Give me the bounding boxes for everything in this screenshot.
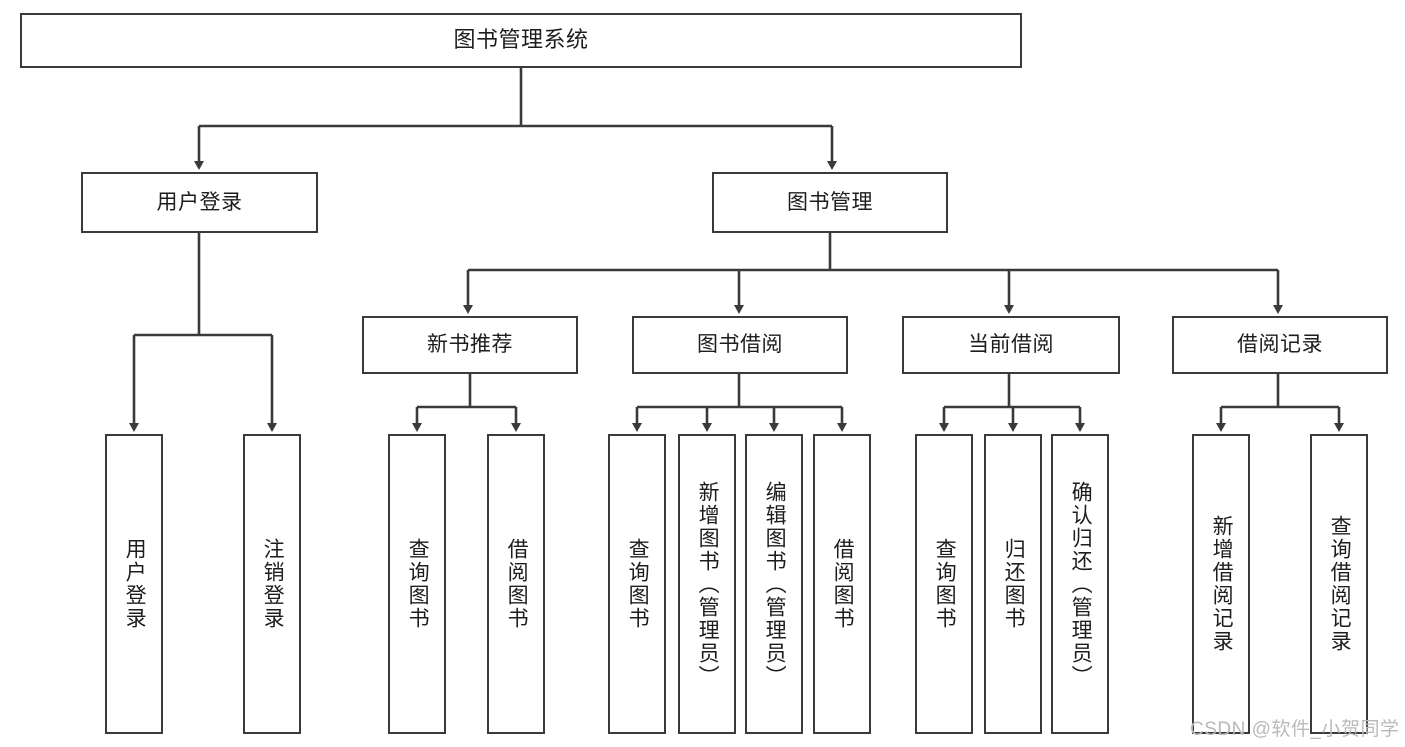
leaf-user-login[interactable]: 用户登录 [105,434,163,734]
node-label: 新书推荐 [427,333,513,357]
node-root-system[interactable]: 图书管理系统 [20,13,1022,68]
leaf-logout[interactable]: 注销登录 [243,434,301,734]
node-label: 确认归还（管理员） [1069,480,1093,688]
leaf-query-book-newbook[interactable]: 查询图书 [388,434,446,734]
node-label: 注销登录 [261,538,285,630]
node-label: 用户登录 [123,538,147,630]
node-borrow-record[interactable]: 借阅记录 [1172,316,1388,374]
node-label: 查询借阅记录 [1328,515,1352,653]
node-label: 查询图书 [933,538,957,630]
node-label: 图书管理 [787,190,873,214]
leaf-return-book[interactable]: 归还图书 [984,434,1042,734]
node-new-book-recommend[interactable]: 新书推荐 [362,316,578,374]
node-label: 新增借阅记录 [1210,515,1234,653]
leaf-add-book-admin[interactable]: 新增图书（管理员） [678,434,736,734]
node-label: 归还图书 [1002,538,1026,630]
leaf-query-book-borrow[interactable]: 查询图书 [608,434,666,734]
leaf-borrow-book[interactable]: 借阅图书 [813,434,871,734]
node-book-management[interactable]: 图书管理 [712,172,948,233]
node-label: 借阅图书 [831,538,855,630]
leaf-add-borrow-record[interactable]: 新增借阅记录 [1192,434,1250,734]
node-label: 新增图书（管理员） [696,480,720,688]
leaf-query-borrow-record[interactable]: 查询借阅记录 [1310,434,1368,734]
csdn-watermark: CSDN @软件_小贺同学 [1190,719,1400,740]
node-label: 借阅记录 [1237,333,1323,357]
node-label: 用户登录 [156,190,243,214]
node-label: 查询图书 [626,538,650,630]
node-label: 借阅图书 [505,538,529,630]
node-label: 编辑图书（管理员） [763,480,787,688]
leaf-query-book-current[interactable]: 查询图书 [915,434,973,734]
leaf-borrow-book-newbook[interactable]: 借阅图书 [487,434,545,734]
node-book-borrow[interactable]: 图书借阅 [632,316,848,374]
node-label: 当前借阅 [968,333,1054,357]
node-label: 查询图书 [406,538,430,630]
node-current-borrow[interactable]: 当前借阅 [902,316,1120,374]
leaf-edit-book-admin[interactable]: 编辑图书（管理员） [745,434,803,734]
leaf-confirm-return-admin[interactable]: 确认归还（管理员） [1051,434,1109,734]
node-label: 图书管理系统 [453,27,589,53]
node-user-login[interactable]: 用户登录 [81,172,318,233]
node-label: 图书借阅 [697,333,783,357]
